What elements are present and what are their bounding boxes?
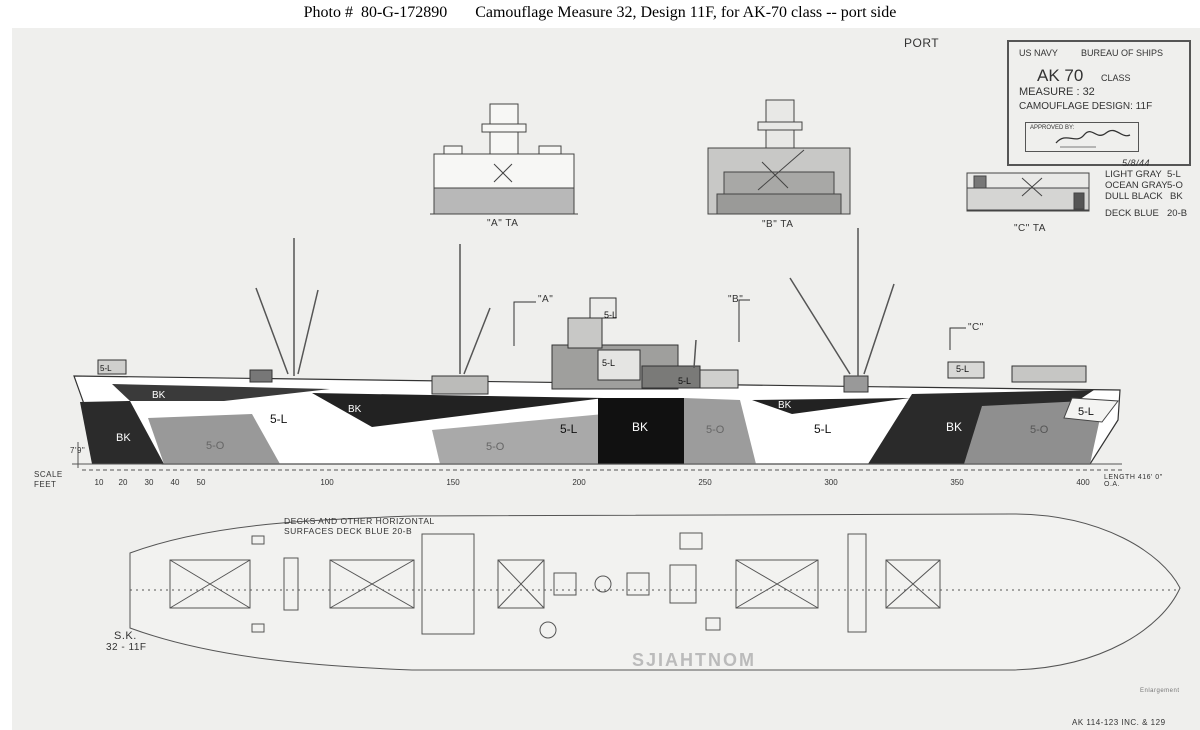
title-ship: AK 70 (1037, 66, 1084, 85)
scale-tick-50: 50 (196, 478, 206, 487)
section-view-c (966, 172, 1090, 212)
marker-a: "A" (538, 294, 554, 305)
scale-tick-10: 10 (94, 478, 104, 487)
approval-label: APPROVED BY: (1030, 125, 1075, 131)
hull-label-bk-5: BK (778, 400, 792, 411)
title-navy: US NAVY (1019, 48, 1058, 58)
deck-plan (129, 513, 1181, 671)
hull-profile (73, 375, 1121, 465)
marker-b: "B" (728, 294, 744, 305)
waterline-scale (72, 442, 1122, 471)
stack-label-light: 5-L (604, 310, 618, 320)
title-block: US NAVY BUREAU OF SHIPS AK 70 CLASS MEAS… (1007, 40, 1191, 166)
hull-label-ocean-1: 5-O (206, 440, 225, 452)
view-label-c: "C" TA (1014, 223, 1046, 234)
hull-label-light-1: 5-L (270, 412, 288, 426)
photo-caption: Photo # 80-G-172890 Camouflage Measure 3… (303, 4, 897, 21)
sk-code: 32 - 11F (106, 642, 147, 653)
bow-house-label-light: 5-L (100, 364, 112, 373)
superstructure (97, 297, 1087, 395)
title-measure: MEASURE : 32 (1019, 86, 1095, 98)
legend-code-4: 20-B (1167, 208, 1188, 219)
hull-label-ocean-4: 5-O (1030, 424, 1049, 436)
mirrored-ship-name: SJIAHTNOM (632, 650, 757, 670)
hull-label-light-4: 5-L (1078, 406, 1094, 418)
masts (255, 228, 895, 376)
signature-image (1055, 129, 1131, 148)
legend-code-3: BK (1170, 191, 1183, 202)
section-view-b (707, 99, 851, 215)
hull-label-bk-6: BK (946, 420, 963, 434)
title-design: CAMOUFLAGE DESIGN: 11F (1019, 101, 1153, 112)
section-markers (513, 299, 966, 350)
scale-tick-20: 20 (118, 478, 128, 487)
scale-tick-350: 350 (950, 478, 964, 487)
draft-mark: 7'9" (70, 446, 86, 455)
view-label-a: "A" TA (487, 218, 519, 229)
legend-name-3: DULL BLACK (1105, 191, 1163, 202)
hull-label-light-2: 5-L (560, 422, 578, 436)
marker-c: "C" (968, 322, 984, 333)
title-class: CLASS (1101, 73, 1131, 83)
scale-tick-30: 30 (144, 478, 154, 487)
title-bureau: BUREAU OF SHIPS (1081, 48, 1164, 58)
scale-tick-200: 200 (572, 478, 586, 487)
approval-date: 5/8/44 (1122, 158, 1151, 168)
scale-units: FEET (34, 480, 57, 489)
scale-tick-100: 100 (320, 478, 334, 487)
scale-tick-400: 400 (1076, 478, 1090, 487)
scale-tick-250: 250 (698, 478, 712, 487)
drawing-footer: AK 114-123 INC. & 129 (1072, 718, 1166, 727)
side-label: PORT (904, 36, 940, 50)
view-label-b: "B" TA (762, 219, 794, 230)
camouflage-drawing-sheet: PORT US NAVY BUREAU OF SHIPS AK 70 CLASS… (12, 28, 1200, 730)
section-view-a (430, 103, 578, 215)
hull-label-light-3: 5-L (814, 422, 832, 436)
deck-note-line-1: DECKS AND OTHER HORIZONTAL (284, 516, 435, 526)
enlargement-stamp: Enlargement (1140, 688, 1180, 694)
legend-code-1: 5-L (1167, 169, 1181, 180)
hull-label-bk-2: BK (152, 390, 166, 401)
scale-tick-150: 150 (446, 478, 460, 487)
legend-name-1: LIGHT GRAY (1105, 169, 1162, 180)
house-label-light-2: 5-L (678, 376, 692, 386)
legend-code-2: 5-O (1167, 180, 1183, 191)
legend-name-2: OCEAN GRAY (1105, 180, 1168, 191)
deck-note-line-2: SURFACES DECK BLUE 20-B (284, 526, 413, 536)
scale-label: SCALE (34, 470, 63, 479)
legend-name-4: DECK BLUE (1105, 208, 1159, 219)
hull-label-ocean-2: 5-O (486, 441, 505, 453)
hull-label-bk-3: BK (348, 404, 362, 415)
approval-box: APPROVED BY: (1025, 122, 1139, 152)
hull-label-bk-1: BK (116, 432, 131, 444)
ship-drawing (72, 99, 1181, 671)
scale-tick-300: 300 (824, 478, 838, 487)
hull-label-bk-4: BK (632, 420, 649, 434)
hull-label-ocean-3: 5-O (706, 424, 725, 436)
house-label-light: 5-L (602, 358, 616, 368)
length-note: LENGTH 416' 0" O.A. (1104, 474, 1163, 488)
aft-house-label-light: 5-L (956, 364, 970, 374)
scale-tick-40: 40 (170, 478, 180, 487)
sk-label: S.K. (114, 630, 137, 642)
